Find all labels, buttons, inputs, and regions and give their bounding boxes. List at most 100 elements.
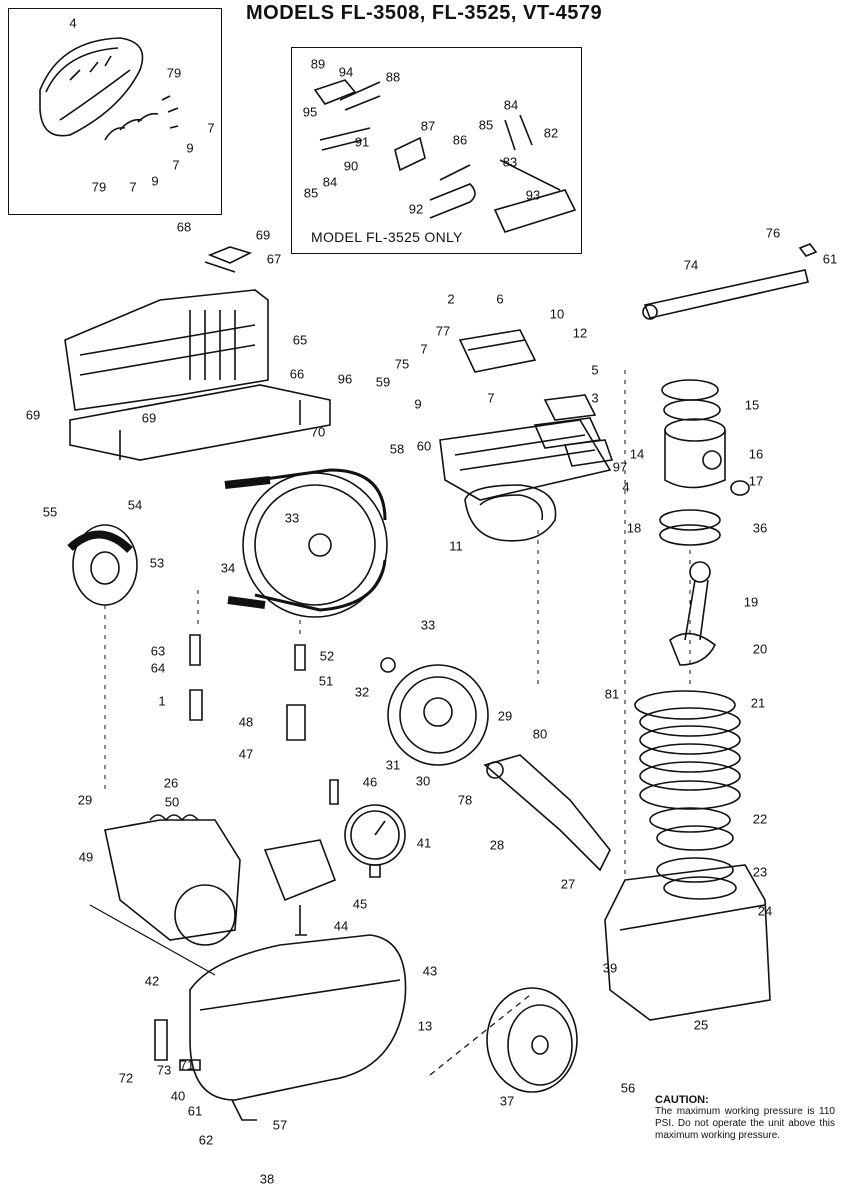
- caution-title: CAUTION:: [655, 1094, 709, 1106]
- cylinder-head-drawing: [439, 419, 612, 501]
- part-label: 73: [156, 1062, 172, 1078]
- part-label: 32: [354, 684, 370, 700]
- part-label: 64: [150, 660, 166, 676]
- part-label: 41: [416, 835, 432, 851]
- part-label: 7: [172, 157, 180, 173]
- air-tank-drawing: [189, 934, 407, 1101]
- part-label: 6: [496, 291, 504, 307]
- part-label: 53: [149, 555, 165, 571]
- part-label: 69: [25, 407, 41, 423]
- piston-drawing: [664, 430, 726, 489]
- part-label: 4: [69, 15, 77, 31]
- part-label: 3: [591, 390, 599, 406]
- part-label: 57: [272, 1117, 288, 1133]
- part-label: 17: [748, 473, 764, 489]
- part-label: 95: [302, 104, 318, 120]
- part-label: 56: [620, 1080, 636, 1096]
- part-label: 77: [435, 323, 451, 339]
- part-label: 4: [622, 479, 630, 495]
- part-label: 34: [220, 560, 236, 576]
- part-label: 80: [532, 726, 548, 742]
- part-label: 61: [187, 1103, 203, 1119]
- part-label: 11: [449, 538, 463, 554]
- inset-caption: MODEL FL-3525 ONLY: [311, 229, 463, 245]
- part-label: 1: [158, 693, 166, 709]
- part-label: 92: [408, 201, 424, 217]
- crankshaft-drawing: [483, 754, 611, 872]
- caution-body: The maximum working pressure is 110 PSI.…: [655, 1106, 835, 1141]
- part-label: 9: [186, 140, 194, 156]
- part-label: 31: [385, 757, 401, 773]
- part-label: 62: [198, 1132, 214, 1148]
- part-label: 97: [612, 459, 628, 475]
- wheel-drawing: [486, 987, 578, 1093]
- part-label: 7: [207, 120, 215, 136]
- part-label: 89: [310, 56, 326, 72]
- part-label: 87: [420, 118, 436, 134]
- cylinder-fins-drawing: [634, 690, 741, 810]
- part-label: 58: [389, 441, 405, 457]
- part-label: 7: [129, 179, 137, 195]
- part-label: 79: [166, 65, 182, 81]
- part-label: 75: [394, 356, 410, 372]
- part-label: 27: [560, 876, 576, 892]
- part-label: 37: [499, 1093, 515, 1109]
- part-label: 38: [259, 1171, 275, 1187]
- caution-note: CAUTION: The maximum working pressure is…: [655, 1094, 835, 1142]
- part-label: 72: [118, 1070, 134, 1086]
- part-label: 83: [502, 154, 518, 170]
- part-label: 54: [127, 497, 143, 513]
- part-label: 47: [238, 746, 254, 762]
- part-label: 49: [78, 849, 94, 865]
- air-filter-drawing: [39, 37, 179, 141]
- part-label: 46: [362, 774, 378, 790]
- bearing-plate-drawing: [387, 664, 489, 766]
- part-label: 74: [683, 257, 699, 273]
- unloader-valve-drawing: [313, 79, 577, 233]
- part-label: 5: [591, 362, 599, 378]
- part-label: 51: [318, 673, 334, 689]
- part-label: 79: [91, 179, 107, 195]
- inset-box-fl3525: [291, 47, 582, 254]
- handle-rod-drawing: [643, 269, 809, 319]
- part-label: 84: [503, 97, 519, 113]
- part-label: 36: [752, 520, 768, 536]
- part-label: 7: [420, 341, 428, 357]
- part-label: 81: [604, 686, 620, 702]
- part-label: 48: [238, 714, 254, 730]
- part-label: 40: [170, 1088, 186, 1104]
- part-label: 69: [141, 410, 157, 426]
- part-label: 71: [179, 1057, 195, 1073]
- part-label: 30: [415, 773, 431, 789]
- part-label: 44: [333, 918, 349, 934]
- part-label: 7: [487, 390, 495, 406]
- part-label: 85: [303, 185, 319, 201]
- part-label: 60: [416, 438, 432, 454]
- part-label: 33: [284, 510, 300, 526]
- part-label: 70: [310, 424, 326, 440]
- part-label: 33: [420, 617, 436, 633]
- pressure-switch-drawing: [263, 839, 337, 902]
- motor-drawing: [104, 819, 241, 941]
- part-label: 42: [144, 973, 160, 989]
- part-label: 50: [164, 794, 180, 810]
- part-label: 59: [375, 374, 391, 390]
- part-label: 13: [417, 1018, 433, 1034]
- part-label: 91: [354, 134, 370, 150]
- part-label: 15: [744, 397, 760, 413]
- part-label: 45: [352, 896, 368, 912]
- part-label: 29: [497, 708, 513, 724]
- part-label: 61: [822, 251, 838, 267]
- part-label: 24: [757, 903, 773, 919]
- part-label: 78: [457, 792, 473, 808]
- part-label: 20: [752, 641, 768, 657]
- inset-box-left: [8, 8, 222, 215]
- crankcase-drawing: [604, 864, 771, 1021]
- diagram-title: MODELS FL-3508, FL-3525, VT-4579: [246, 2, 603, 24]
- part-label: 14: [629, 446, 645, 462]
- belt-guard-drawing: [64, 289, 269, 411]
- part-label: 21: [750, 695, 766, 711]
- part-label: 94: [338, 64, 354, 80]
- part-label: 28: [489, 837, 505, 853]
